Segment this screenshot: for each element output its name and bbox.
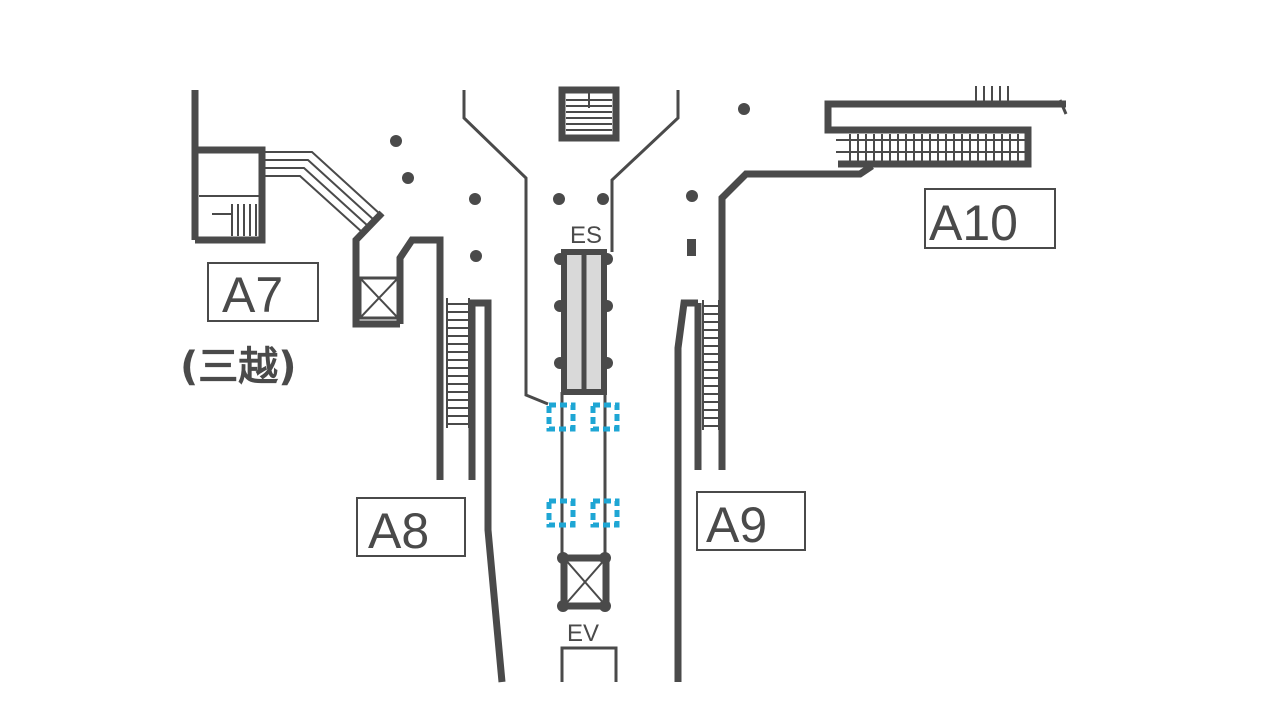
escalator-icon	[561, 249, 607, 395]
exit-a10-text: A10	[929, 195, 1018, 251]
a10-stairs-icon	[836, 86, 1028, 162]
a8-stairs-icon	[446, 298, 470, 428]
elevator-label: EV	[567, 620, 599, 647]
exit-a7-sublabel: (三越)	[180, 344, 297, 390]
exit-a9-text: A9	[706, 497, 767, 553]
exit-label-a9: A9	[696, 491, 806, 553]
a10-stair-structure	[824, 86, 1068, 168]
center-stairs-icon	[558, 86, 620, 142]
escalator-label: ES	[570, 222, 602, 249]
exit-label-a10: A10	[924, 188, 1056, 251]
exit-a7-text: A7	[222, 267, 283, 323]
center-corridor: ES EV	[462, 86, 680, 682]
a9-stairs-icon	[702, 300, 720, 430]
exit-a8-text: A8	[368, 503, 429, 559]
exit-label-a8: A8	[356, 497, 466, 559]
a7-stair-structure	[191, 90, 444, 480]
accessible-gate-icon	[546, 402, 620, 528]
a7-stairs-icon	[212, 204, 257, 236]
a7-elevator-icon	[358, 276, 400, 320]
pillar-icon	[390, 103, 750, 612]
elevator-icon	[560, 554, 610, 610]
exit-label-a7: A7 (三越)	[180, 262, 319, 390]
